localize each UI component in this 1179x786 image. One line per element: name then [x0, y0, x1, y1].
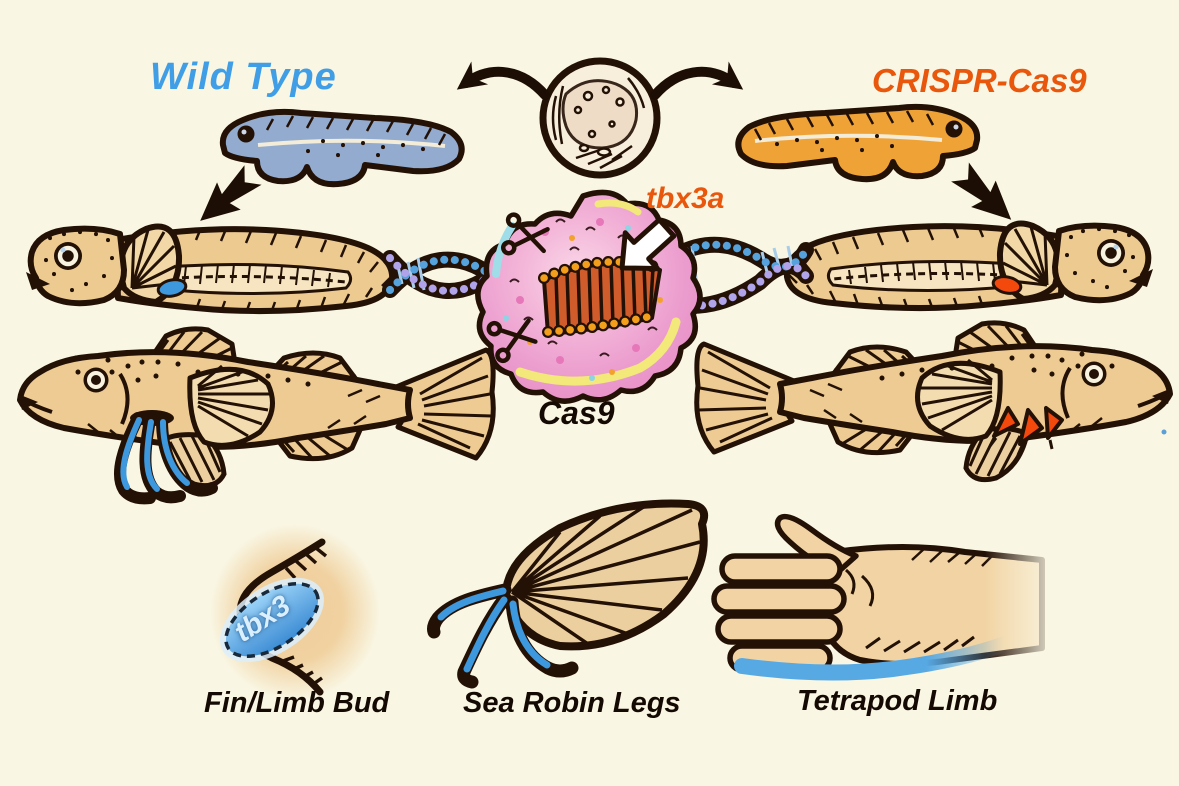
fin-limb-bud-illustration — [210, 524, 380, 700]
sea-robin-legs-label: Sea Robin Legs — [463, 687, 681, 719]
crispr-adult-searobin — [697, 323, 1172, 480]
searobin-legs-mutant — [988, 406, 1064, 456]
wildtype-embryo — [223, 112, 462, 184]
wild-type-label: Wild Type — [150, 56, 337, 98]
curved-arrow-left — [456, 61, 550, 100]
crispr-embryo — [738, 107, 977, 179]
crispr-cas9-label: CRISPR-Cas9 — [872, 62, 1087, 99]
fertilized-egg-illustration — [539, 57, 661, 179]
target-site-arrow-icon — [619, 217, 677, 271]
searobin-legs-illustration — [427, 499, 709, 689]
tetrapod-limb-illustration — [711, 513, 1060, 685]
tbx3a-gene-label: tbx3a — [646, 182, 725, 215]
down-arrow-left — [188, 161, 265, 235]
tbx3-expression-domain — [220, 577, 324, 663]
down-arrow-right — [947, 158, 1024, 233]
searobin-legs-blue — [114, 410, 218, 505]
crispr-larva — [787, 224, 1153, 310]
stray-blue-dot — [1161, 429, 1167, 435]
fin-limb-bud-label: Fin/Limb Bud — [204, 687, 390, 719]
wildtype-adult-searobin — [18, 329, 493, 486]
tbx3a-target-dna — [538, 255, 666, 338]
tetrapod-limb-label: Tetrapod Limb — [797, 685, 998, 717]
curved-arrow-right — [650, 61, 744, 100]
wildtype-larva — [26, 227, 392, 313]
cas9-protein-label: Cas9 — [538, 395, 615, 431]
